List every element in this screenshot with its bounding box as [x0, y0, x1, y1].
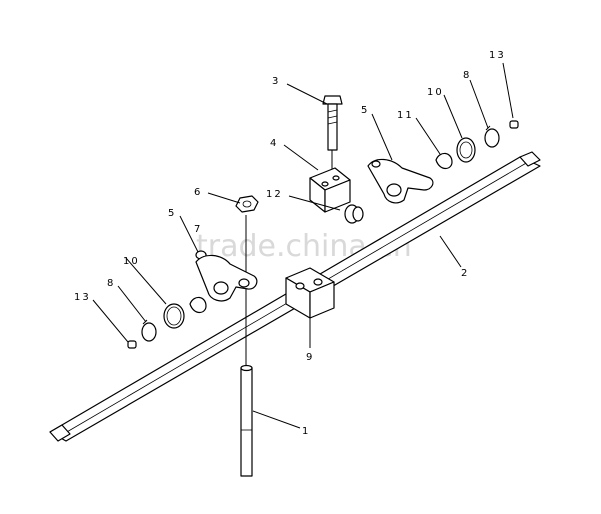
label-10-upper: 10 — [427, 87, 444, 98]
part-number-labels: 3 4 5 6 12 5 7 10 8 13 9 1 2 11 10 8 13 — [74, 50, 506, 437]
part-washer-lower — [189, 296, 207, 314]
part-13-pin-upper — [509, 120, 519, 129]
label-1: 1 — [302, 426, 310, 437]
label-5-lower: 5 — [168, 208, 176, 219]
part-10-ring-lower — [163, 303, 185, 329]
part-5-rocker-arm-lower — [195, 254, 258, 302]
label-2: 2 — [461, 268, 469, 279]
label-12: 12 — [266, 189, 283, 200]
label-13-lower: 13 — [74, 292, 91, 303]
label-11: 11 — [397, 110, 414, 121]
part-12-spring — [344, 204, 364, 224]
label-3: 3 — [272, 76, 280, 87]
label-4: 4 — [270, 138, 278, 149]
part-1-push-rod — [240, 215, 253, 477]
part-8-circlip-upper — [484, 125, 500, 148]
part-5-rocker-arm-upper — [367, 158, 434, 204]
part-13-pin-lower — [127, 340, 137, 349]
part-9-bracket-lower — [285, 267, 335, 319]
part-4-bracket-upper — [309, 167, 351, 213]
part-8-circlip-lower — [141, 319, 157, 342]
part-11-washer — [435, 152, 453, 170]
label-9: 9 — [306, 352, 314, 363]
label-5-upper: 5 — [361, 105, 369, 116]
label-6: 6 — [194, 187, 202, 198]
part-3-bolt — [322, 95, 343, 172]
label-8-lower: 8 — [107, 278, 115, 289]
label-13-upper: 13 — [489, 50, 506, 61]
label-10-lower: 10 — [123, 256, 140, 267]
part-6-nut — [235, 195, 259, 213]
label-8-upper: 8 — [463, 70, 471, 81]
label-7: 7 — [194, 224, 202, 235]
leader-lines — [92, 62, 514, 429]
part-10-ring-upper — [456, 137, 476, 163]
